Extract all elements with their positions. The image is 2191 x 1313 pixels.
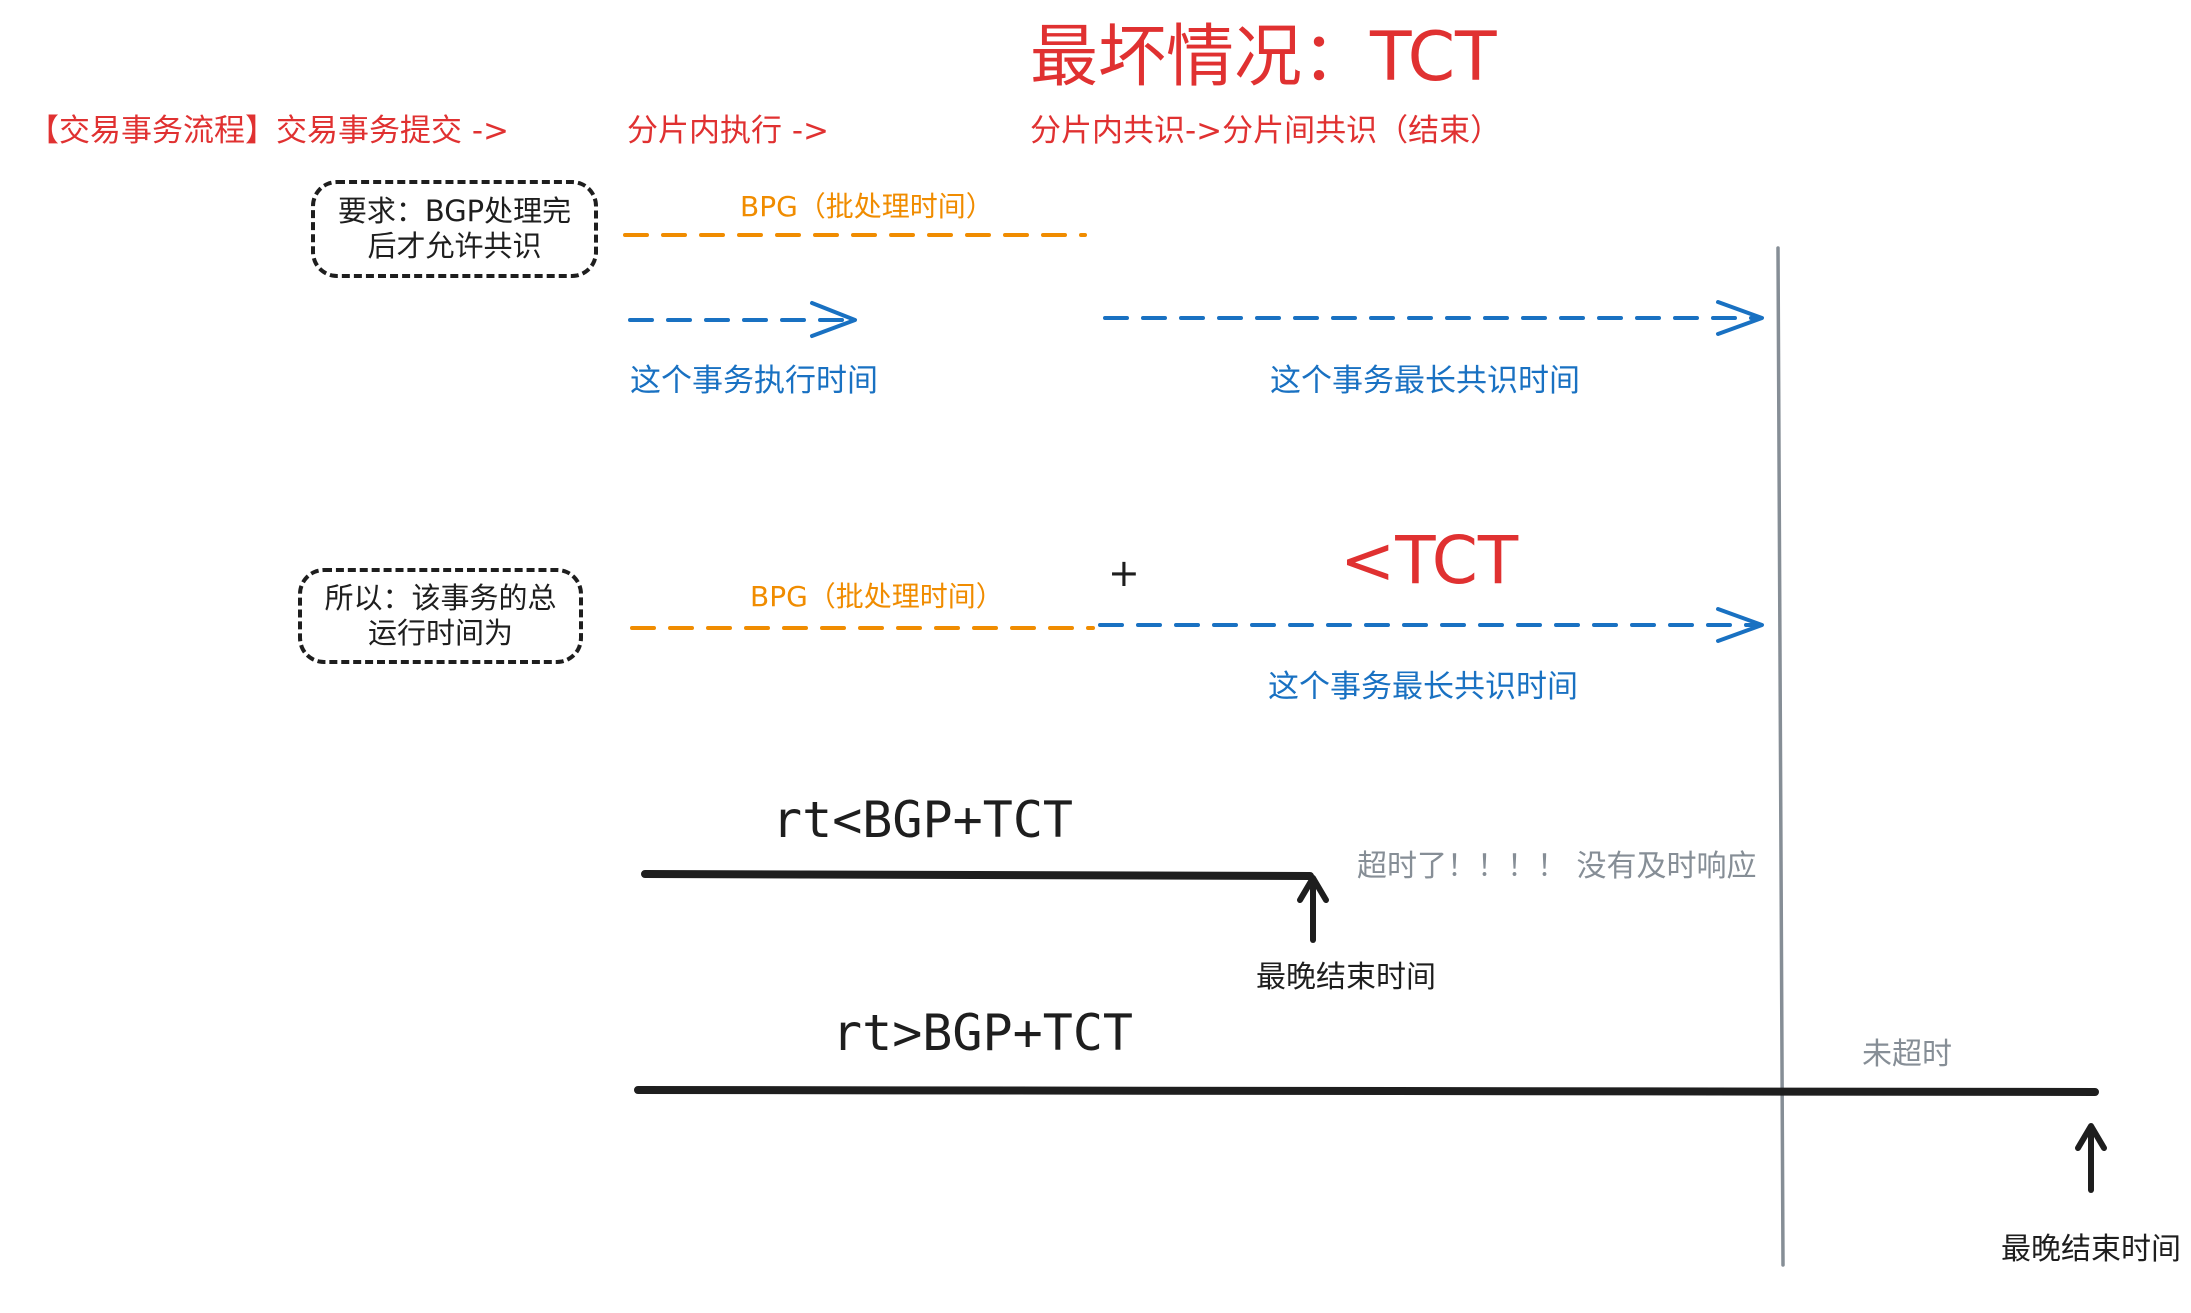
ok-status: 未超时: [1862, 1037, 1952, 1072]
timeout-up-arrow-icon: [1297, 875, 1329, 903]
ok-solid-line: [634, 1086, 2099, 1096]
ok-up-arrow-icon: [2075, 1123, 2107, 1151]
flow-step-execute: 分片内执行 ->: [627, 113, 830, 149]
plus-sign: +: [1108, 551, 1140, 595]
requirement-line1: 要求：BGP处理完: [337, 193, 572, 228]
title-prefix: 最坏情况：: [1030, 18, 1371, 97]
conclusion-line2: 运行时间为: [367, 616, 513, 650]
execution-arrowhead-icon: [810, 301, 857, 338]
consensus-time-label-row2: 这个事务最长共识时间: [1268, 669, 1578, 705]
ok-latest-end-label: 最晚结束时间: [2001, 1232, 2181, 1267]
conclusion-note-box: 所以：该事务的总 运行时间为: [298, 568, 583, 664]
consensus-arrowhead-icon-row2: [1716, 607, 1764, 643]
consensus-arrowhead-icon-row1: [1716, 300, 1764, 336]
requirement-note-box: 要求：BGP处理完 后才允许共识: [311, 180, 598, 278]
timeout-solid-line: [641, 870, 1314, 880]
bpg-label-row1: BPG（批处理时间）: [740, 190, 994, 223]
page-title: 最坏情况：TCT: [1030, 24, 1497, 92]
timeout-status: 超时了！！！！ 没有及时响应: [1357, 849, 1757, 884]
bpg-label-row2: BPG（批处理时间）: [750, 580, 1004, 613]
flow-step-consensus: 分片内共识->分片间共识（结束）: [1030, 113, 1502, 149]
deadline-vertical-line: [1776, 246, 1785, 1267]
flow-step-submit: 【交易事务流程】交易事务提交 ->: [28, 113, 510, 149]
conclusion-line1: 所以：该事务的总: [324, 580, 557, 615]
timeout-latest-end-label: 最晚结束时间: [1256, 960, 1436, 995]
requirement-line2: 后才允许共识: [367, 229, 542, 263]
execution-time-label: 这个事务执行时间: [630, 363, 878, 399]
ok-formula: rt>BGP+TCT: [832, 1004, 1134, 1062]
less-than-tct-label: <TCT: [1340, 522, 1519, 599]
timeout-formula: rt<BGP+TCT: [772, 791, 1074, 849]
consensus-time-label-row1: 这个事务最长共识时间: [1270, 363, 1580, 399]
title-term: TCT: [1370, 18, 1497, 97]
